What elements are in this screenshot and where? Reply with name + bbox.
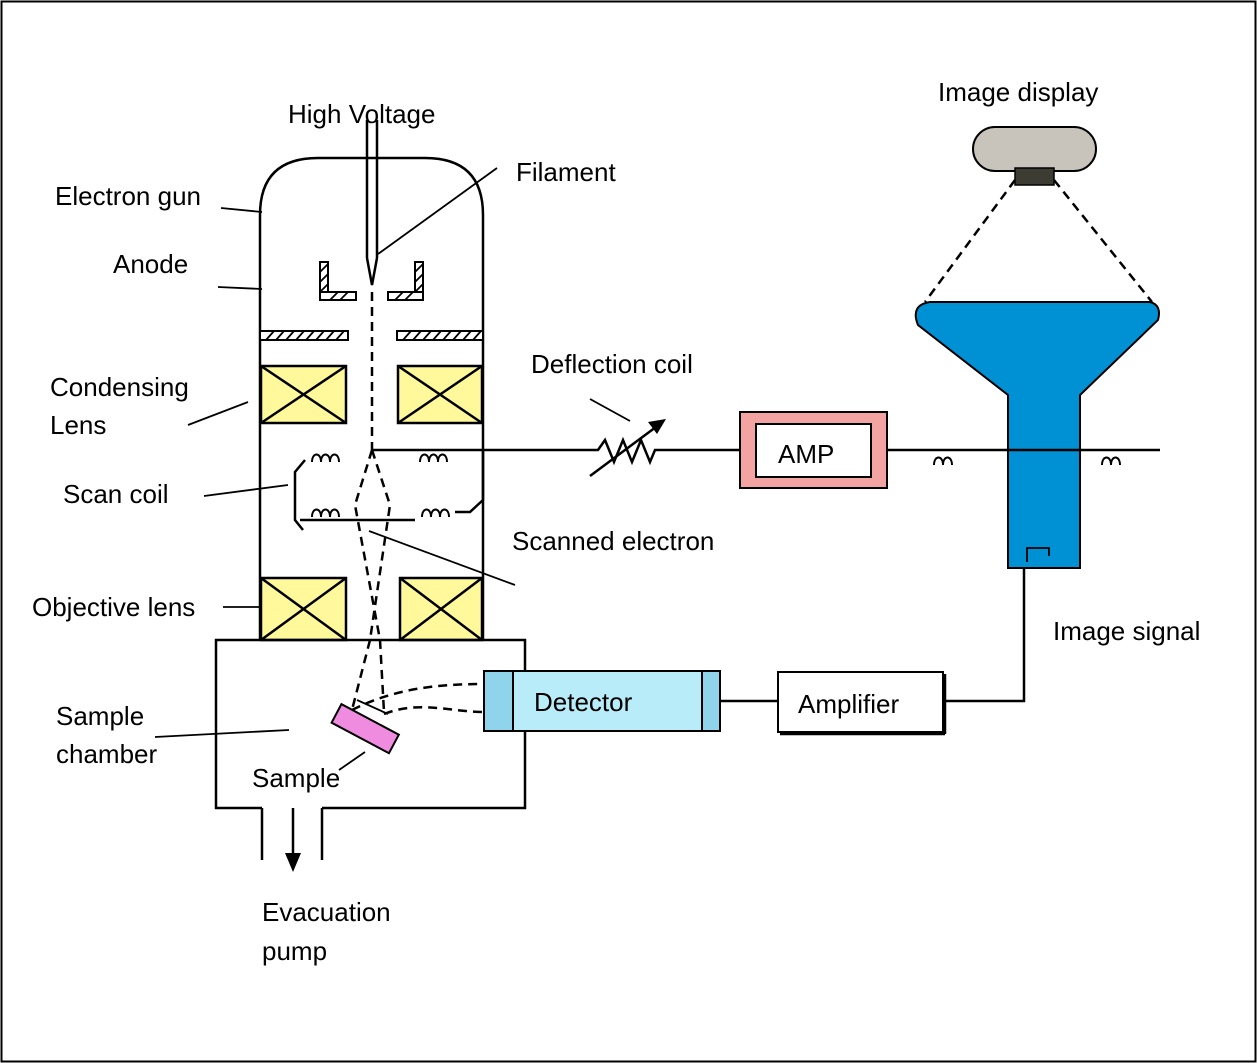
- variable-resistor-arrow: [589, 422, 661, 478]
- amp-label: AMP: [778, 439, 834, 469]
- label-condensing-lens-line2: Lens: [50, 410, 106, 440]
- leader-sample-chamber: [154, 729, 290, 738]
- leader-electron-gun: [220, 207, 263, 213]
- anode-plate-left: [259, 330, 349, 341]
- label-scanned-electron: Scanned electron: [512, 526, 714, 556]
- crt-gun-terminal: [1026, 547, 1050, 562]
- filament-tip: [365, 257, 379, 286]
- scan-coil-wiring: [293, 448, 500, 531]
- leader-anode: [217, 286, 263, 290]
- electron-beam: [350, 292, 392, 713]
- label-evacuation-pump-line2: pump: [262, 936, 327, 966]
- detector-body: [483, 670, 721, 732]
- detector-end-right: [701, 670, 721, 732]
- secondary-electron-paths: [351, 682, 485, 716]
- amplifier-box: [777, 671, 944, 733]
- objective-lens-right: [398, 576, 484, 642]
- display-cone-left: [923, 179, 1017, 303]
- amp-box-inner: [755, 423, 872, 478]
- deflection-coil-right: [933, 456, 1121, 466]
- leader-condensing-lens: [187, 401, 249, 426]
- leader-deflection-coil: [589, 398, 631, 422]
- label-high-voltage: High Voltage: [288, 99, 435, 129]
- pump-arrow-head: [285, 853, 301, 872]
- label-condensing-lens-line1: Condensing: [50, 372, 189, 402]
- image-signal-wire: [945, 568, 1026, 703]
- label-image-signal: Image signal: [1053, 616, 1200, 646]
- column-housing: [258, 156, 485, 640]
- detector-end-left: [483, 670, 514, 732]
- label-evacuation-pump-line1: Evacuation: [262, 897, 391, 927]
- scan-coil: [311, 453, 450, 518]
- leader-scan-coil: [203, 484, 289, 497]
- leader-scanned-electron: [368, 530, 516, 586]
- label-sample-chamber-line1: Sample: [56, 701, 144, 731]
- variable-resistor-arrowhead: [648, 419, 666, 434]
- sample-chamber-wall: [214, 638, 527, 810]
- crt-tube: [914, 301, 1160, 569]
- display-cone-right: [1053, 179, 1153, 303]
- sample-stage: [330, 702, 401, 755]
- display-cap: [972, 126, 1097, 172]
- label-sample: Sample: [252, 763, 340, 793]
- label-electron-gun: Electron gun: [55, 181, 201, 211]
- variable-resistor: [585, 436, 740, 466]
- leader-sample: [338, 751, 366, 771]
- label-deflection-coil: Deflection coil: [531, 349, 693, 379]
- label-scan-coil: Scan coil: [63, 479, 169, 509]
- condensing-lens-right: [396, 364, 484, 425]
- anode-plate-right: [396, 330, 484, 341]
- amplifier-label: Amplifier: [798, 689, 899, 719]
- label-image-display: Image display: [938, 77, 1098, 107]
- label-filament: Filament: [516, 157, 616, 187]
- wehnelt-right: [387, 261, 424, 301]
- sample-holder: [356, 699, 389, 715]
- leader-filament: [377, 167, 498, 255]
- label-objective-lens: Objective lens: [32, 592, 195, 622]
- label-anode: Anode: [113, 249, 188, 279]
- condensing-lens-left: [259, 364, 348, 425]
- objective-lens-left: [259, 576, 348, 642]
- label-sample-chamber-line2: chamber: [56, 739, 157, 769]
- wehnelt-left: [319, 261, 357, 301]
- display-neck: [1014, 167, 1055, 186]
- detector-label: Detector: [534, 687, 633, 717]
